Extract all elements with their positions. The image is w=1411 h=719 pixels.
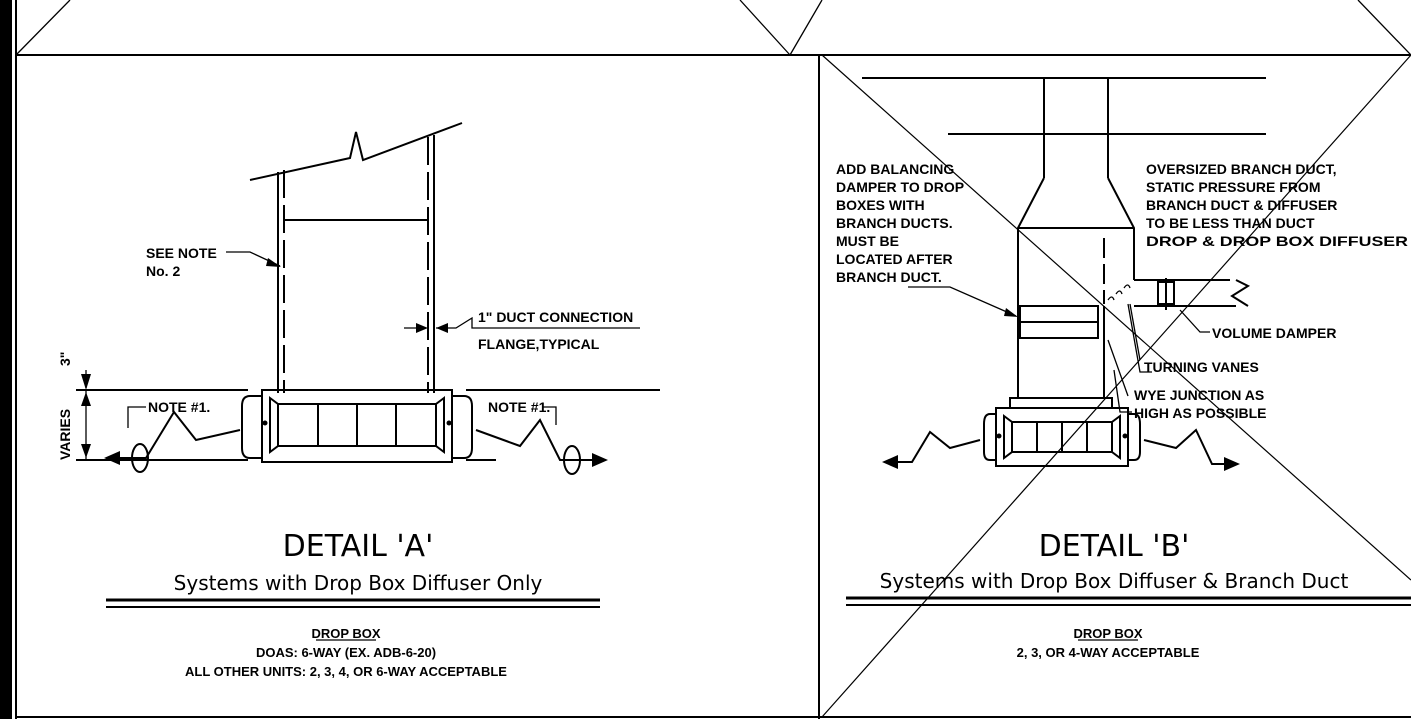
detail-b-title: DETAIL 'B': [1039, 529, 1190, 564]
oversized-note-line2: STATIC PRESSURE FROM: [1146, 179, 1321, 195]
detail-a-drop-box-line2: ALL OTHER UNITS: 2, 3, 4, OR 6-WAY ACCEP…: [185, 664, 507, 679]
detail-b-drawing: [846, 77, 1411, 641]
detail-b-drop-box-heading: DROP BOX: [1073, 626, 1142, 641]
detail-a-labels: SEE NOTE No. 2 1" DUCT CONNECTION FLANGE…: [57, 245, 633, 679]
detail-a-subtitle: Systems with Drop Box Diffuser Only: [174, 571, 543, 595]
oversized-note-line4: TO BE LESS THAN DUCT: [1146, 215, 1315, 231]
balancing-note-line1: ADD BALANCING: [836, 161, 954, 177]
note1-right-label: NOTE #1.: [488, 399, 550, 415]
balancing-note-line5: MUST BE: [836, 233, 899, 249]
balancing-note-line2: DAMPER TO DROP: [836, 179, 964, 195]
note-no-label: No. 2: [146, 263, 180, 279]
dimension-3-inch: 3": [57, 352, 73, 366]
detail-b-drop-box-line1: 2, 3, OR 4-WAY ACCEPTABLE: [1017, 645, 1200, 660]
detail-a-drawing: [76, 122, 660, 641]
balancing-note-line6: LOCATED AFTER: [836, 251, 953, 267]
flange-label: FLANGE,TYPICAL: [478, 336, 600, 352]
duct-connection-label: 1" DUCT CONNECTION: [478, 309, 633, 325]
note1-left-label: NOTE #1.: [148, 399, 210, 415]
detail-b-labels: ADD BALANCING DAMPER TO DROP BOXES WITH …: [836, 161, 1408, 660]
balancing-note-line3: BOXES WITH: [836, 197, 925, 213]
wye-junction-line1: WYE JUNCTION AS: [1134, 387, 1264, 403]
dimension-varies: VARIES: [57, 409, 73, 460]
oversized-note-line5: DROP & DROP BOX DIFFUSER: [1146, 233, 1408, 249]
see-note-label: SEE NOTE: [146, 245, 217, 261]
turning-vanes-label: TURNING VANES: [1144, 359, 1259, 375]
detail-a-drop-box-heading: DROP BOX: [311, 626, 380, 641]
oversized-note-line3: BRANCH DUCT & DIFFUSER: [1146, 197, 1337, 213]
balancing-note-line7: BRANCH DUCT.: [836, 269, 942, 285]
volume-damper-label: VOLUME DAMPER: [1212, 325, 1336, 341]
detail-b-subtitle: Systems with Drop Box Diffuser & Branch …: [880, 569, 1349, 593]
detail-a-drop-box-line1: DOAS: 6-WAY (EX. ADB-6-20): [256, 645, 436, 660]
detail-a-title: DETAIL 'A': [283, 529, 434, 564]
balancing-note-line4: BRANCH DUCTS.: [836, 215, 953, 231]
wye-junction-line2: HIGH AS POSSIBLE: [1134, 405, 1267, 421]
oversized-note-line1: OVERSIZED BRANCH DUCT,: [1146, 161, 1337, 177]
